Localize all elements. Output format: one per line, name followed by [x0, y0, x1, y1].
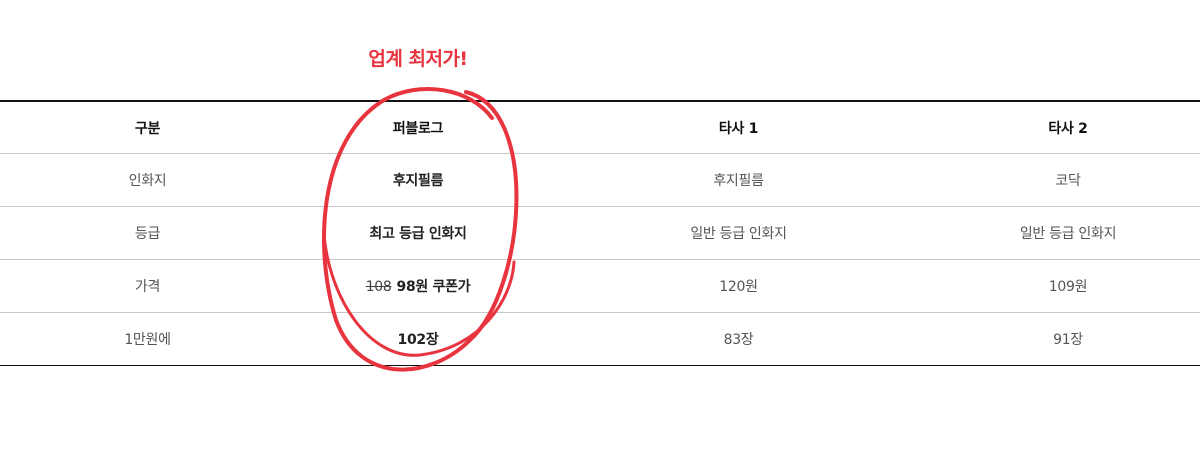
row-label: 1만원에 — [124, 332, 171, 348]
competitor-1-value: 120원 — [719, 279, 758, 295]
competitor-2-value: 코닥 — [1055, 173, 1081, 189]
header-category: 구분 — [134, 120, 161, 137]
header-competitor-1: 타사 1 — [718, 120, 759, 137]
row-label: 등급 — [134, 226, 161, 242]
competitor-1-value: 후지필름 — [713, 173, 764, 189]
lowest-price-badge: 업계 최저가! — [368, 48, 468, 70]
competitor-1-value: 일반 등급 인화지 — [690, 226, 787, 242]
ours-value: 최고 등급 인화지 — [369, 226, 467, 242]
competitor-2-value: 일반 등급 인화지 — [1019, 226, 1117, 242]
table-row-grade: 등급 최고 등급 인화지 일반 등급 인화지 일반 등급 인화지 — [0, 206, 1200, 259]
header-competitor-2: 타사 2 — [1048, 120, 1088, 137]
competitor-1-value: 83장 — [723, 332, 754, 348]
ours-value: 102장 — [397, 332, 439, 348]
coupon-price: 98원 쿠폰가 — [396, 279, 471, 295]
row-label: 인화지 — [128, 173, 167, 189]
table-row-count: 1만원에 102장 83장 91장 — [0, 312, 1200, 365]
table-header-row: 구분 퍼블로그 타사 1 타사 2 — [0, 102, 1200, 153]
ours-value: 후지필름 — [392, 173, 444, 189]
header-ours: 퍼블로그 — [392, 120, 444, 137]
competitor-2-value: 109원 — [1048, 279, 1088, 295]
row-label: 가격 — [134, 279, 161, 295]
original-price: 108 — [365, 279, 392, 295]
table-row-paper: 인화지 후지필름 후지필름 코닥 — [0, 153, 1200, 206]
competitor-2-value: 91장 — [1053, 332, 1083, 348]
comparison-table: 구분 퍼블로그 타사 1 타사 2 인화지 후지필름 후지필름 코닥 등급 최고… — [0, 100, 1200, 366]
